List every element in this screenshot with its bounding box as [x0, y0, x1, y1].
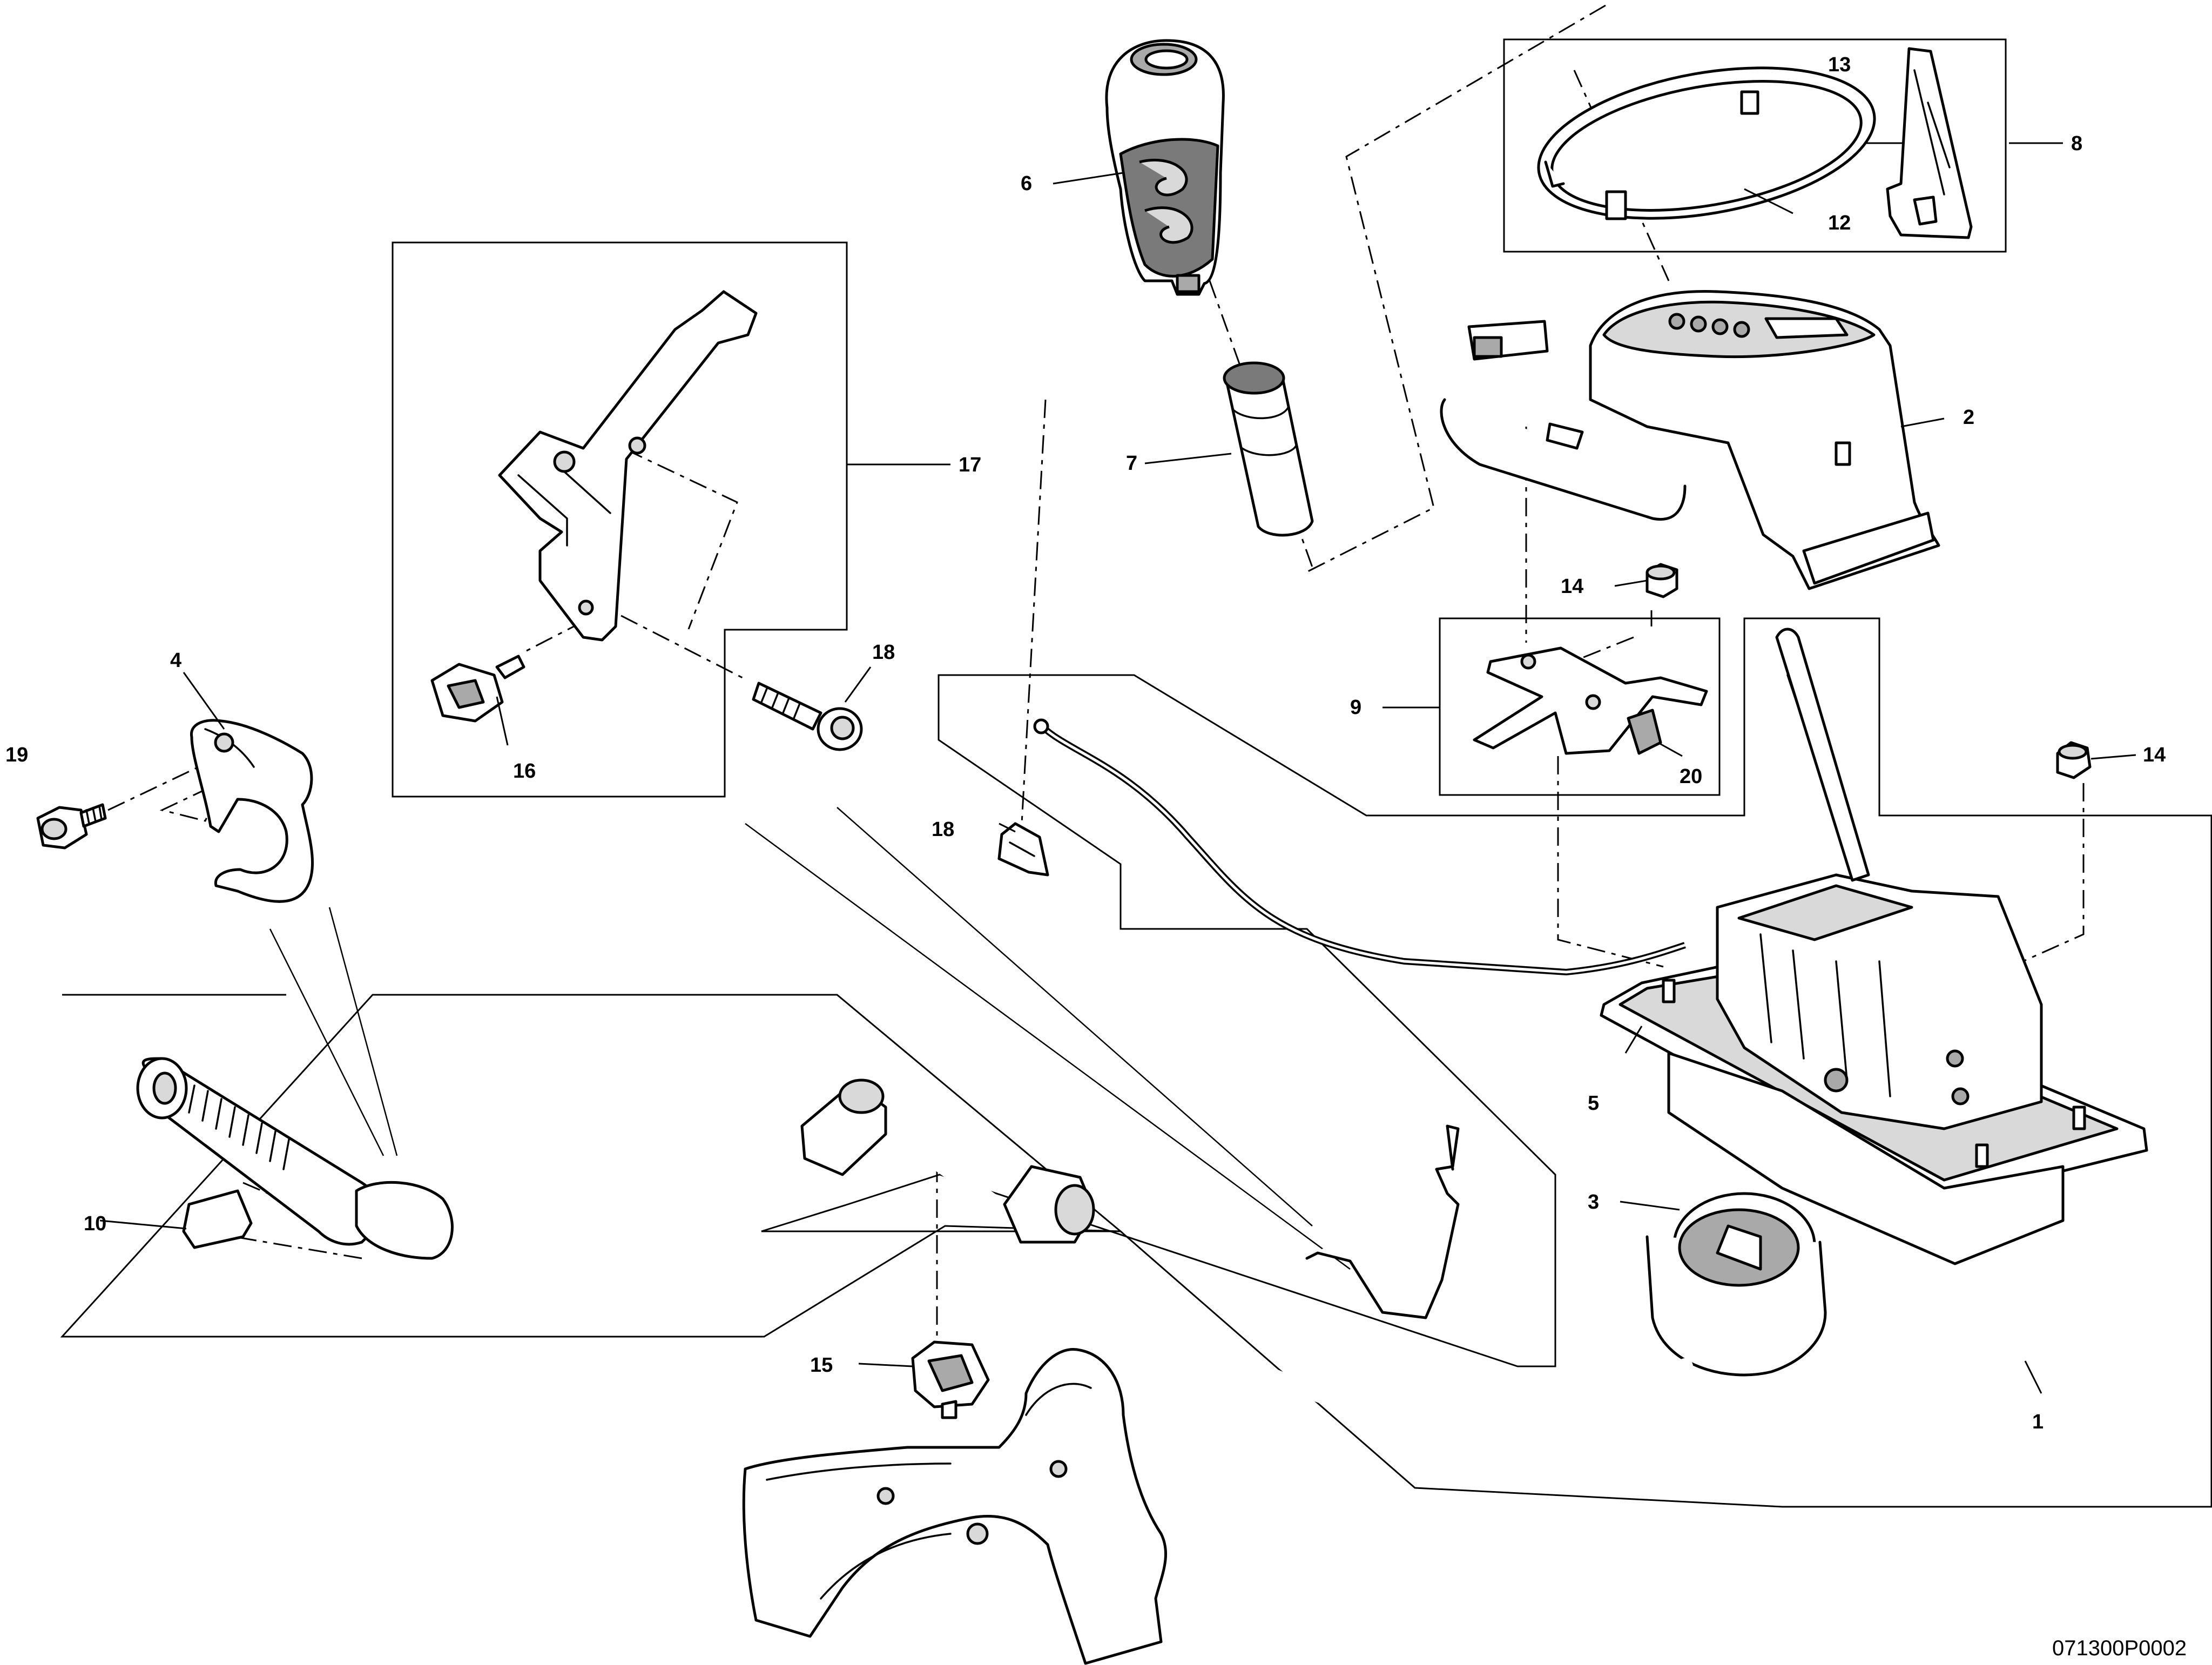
callout-3: 3 — [1588, 1191, 1599, 1214]
bolt-part-18 — [752, 682, 863, 751]
clip-part-16 — [997, 822, 1049, 877]
callout-17: 17 — [959, 454, 981, 476]
callout-1: 1 — [2032, 1411, 2044, 1433]
callout-9: 9 — [1350, 696, 1361, 719]
callout-18: 18 — [872, 641, 895, 664]
callout-13: 13 — [1828, 53, 1851, 76]
thin-cable — [1033, 718, 1686, 976]
callout-12: 12 — [1828, 212, 1851, 234]
callout-10: 10 — [84, 1212, 106, 1235]
callout-6: 6 — [1021, 172, 1032, 195]
reference-code: 071300P0002 — [2052, 1636, 2187, 1660]
nut-part-14-upper — [1645, 563, 1678, 598]
plate-part-9 — [1473, 646, 1708, 755]
selector-bezel-part-2 — [1440, 290, 1940, 590]
nut-part-14-right — [2056, 741, 2092, 779]
callout-15-upper: 16 — [513, 760, 536, 783]
leader-lines — [99, 142, 2136, 1394]
guide-lines — [269, 807, 1351, 1270]
bracket-part-4 — [190, 719, 314, 903]
group-8-frame — [1503, 38, 2007, 253]
body-bracket — [742, 1348, 1168, 1665]
shifter-housing-part-5 — [1600, 628, 2148, 1265]
group-frames — [60, 38, 2212, 1508]
gear-knob-part-6 — [1105, 39, 1225, 296]
callout-8: 8 — [2071, 132, 2082, 155]
group-17-frame — [392, 241, 848, 798]
clip-part-15-lower — [911, 1340, 990, 1419]
clip-part-15-upper — [430, 655, 525, 723]
callout-20: 20 — [1680, 765, 1702, 788]
boot-part-3 — [1645, 1192, 1827, 1377]
callout-14-upper: 14 — [1561, 575, 1583, 598]
callout-5: 5 — [1588, 1092, 1599, 1115]
callout-7: 7 — [1126, 452, 1137, 475]
callout-19-label: 19 — [5, 744, 28, 766]
bracket-part-17 — [498, 290, 758, 642]
clip-part-13 — [1886, 47, 1973, 239]
panel-shape — [1305, 1124, 1460, 1319]
sleeve-part-7 — [1223, 361, 1314, 537]
selector-cable-part-1 — [136, 1057, 1693, 1441]
callout-labels: 6 7 13 12 8 2 14 14 9 20 17 18 18 16 15 … — [5, 53, 2166, 1433]
bolt-part-19 — [36, 803, 107, 850]
callout-15-lower: 15 — [810, 1354, 833, 1377]
ring-part-12 — [1537, 66, 1876, 220]
callout-2: 2 — [1963, 406, 1974, 429]
group-10-frame — [60, 994, 1123, 1338]
callout-16: 18 — [932, 818, 954, 841]
callout-4: 4 — [170, 649, 181, 672]
callout-14-right: 14 — [2143, 744, 2166, 766]
